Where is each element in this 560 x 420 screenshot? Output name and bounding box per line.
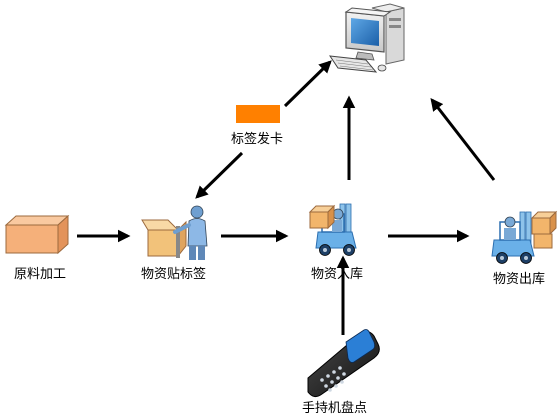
label-tag-issue: 标签发卡 [231,132,284,147]
arrow-stockout-to-computer [430,98,496,181]
forklift-icon [308,203,357,256]
forklift-icon [491,210,558,264]
arrow-tag-to-computer [283,60,332,108]
arrows [77,60,496,335]
arrow-tag-to-labeling [195,151,244,199]
label-labeling: 物资贴标签 [141,267,207,282]
worker-packing-box-icon [141,205,208,260]
label-stock-out: 物资出库 [493,272,546,287]
handheld-scanner-icon [307,329,380,398]
desktop-computer-icon [328,3,405,73]
label-stock-in: 物资入库 [311,267,364,282]
tag-card-icon [236,105,280,123]
label-handheld: 手持机盘点 [302,401,368,416]
cardboard-box-icon [4,214,70,255]
label-raw-processing: 原料加工 [14,267,67,282]
